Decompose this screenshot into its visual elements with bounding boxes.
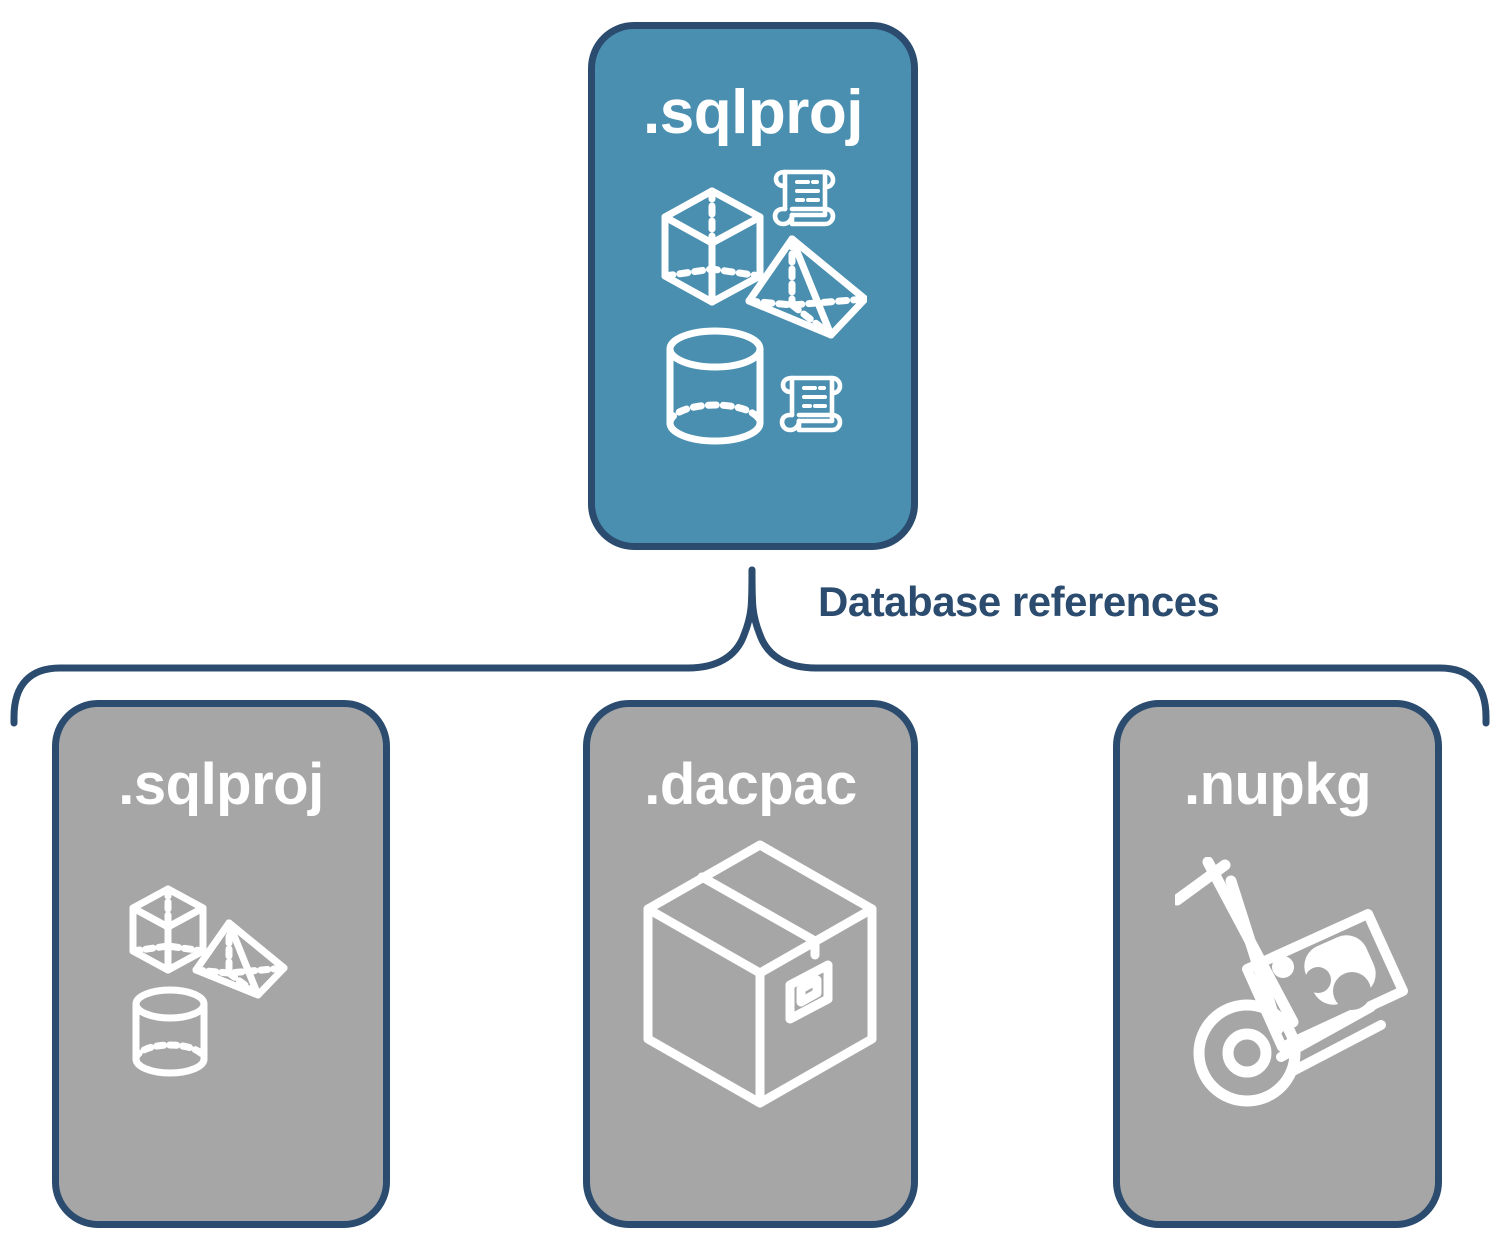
sqlproj-icon-cluster <box>661 187 867 445</box>
node-sqlproj-reference[interactable]: .sqlproj <box>52 700 390 1228</box>
node-title: .sqlproj <box>118 752 324 817</box>
shipping-box-icon <box>643 840 877 1108</box>
connector-label: Database references <box>818 578 1220 625</box>
node-title: .dacpac <box>644 752 857 817</box>
node-sqlproj-primary[interactable]: .sqlproj <box>588 22 918 550</box>
pyramid-wireframe-icon <box>192 919 288 999</box>
hand-truck-package-icon <box>1175 857 1408 1107</box>
cylinder-wireframe-icon <box>132 986 208 1077</box>
node-nupkg[interactable]: .nupkg <box>1113 700 1442 1228</box>
pyramid-wireframe-icon <box>745 235 867 339</box>
cube-wireframe-icon <box>129 885 207 974</box>
scroll-script-icon <box>772 169 836 227</box>
scroll-script-icon <box>779 375 843 433</box>
node-title: .nupkg <box>1183 752 1372 817</box>
cylinder-wireframe-icon <box>666 327 764 445</box>
cube-wireframe-icon <box>661 187 764 306</box>
node-title: .sqlproj <box>643 78 863 147</box>
node-dacpac[interactable]: .dacpac <box>583 700 918 1228</box>
database-references-brace <box>10 566 1490 727</box>
sqlproj-icon-cluster <box>129 885 288 1077</box>
